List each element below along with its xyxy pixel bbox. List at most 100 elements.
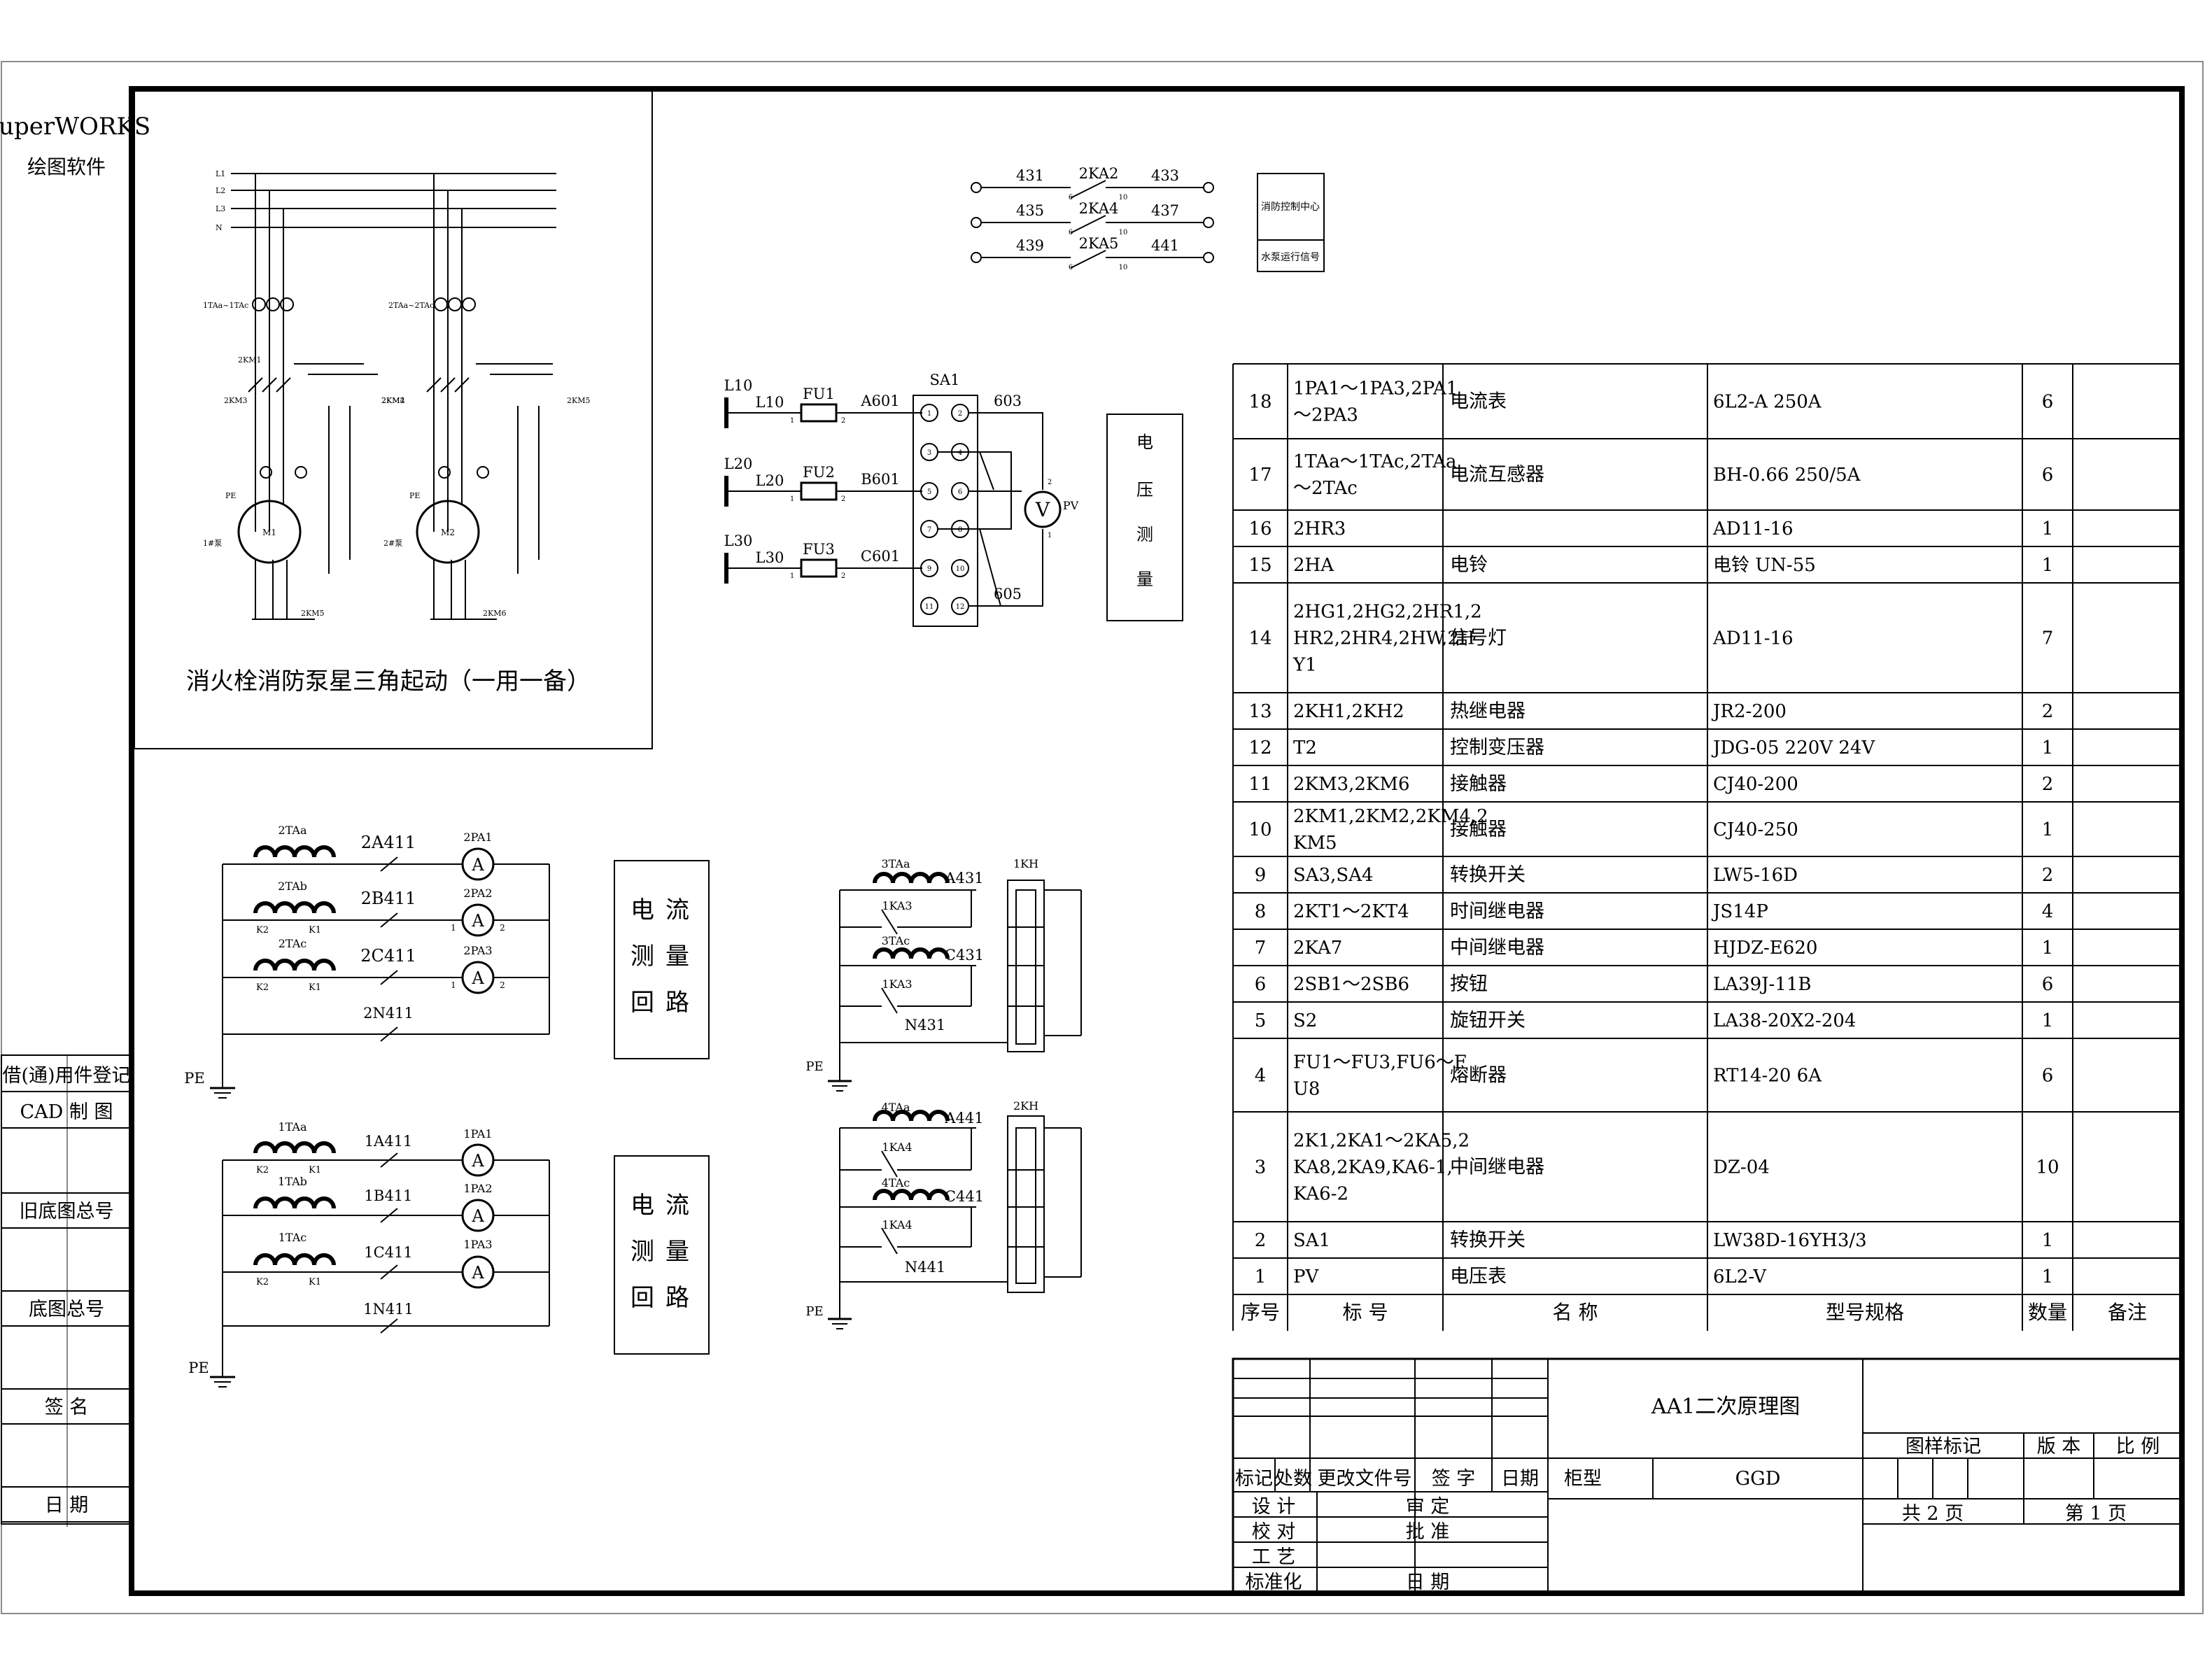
aux-row-2-a: 6 (1069, 229, 1073, 237)
side-label-base: 底图总号 (29, 1299, 104, 1320)
cc1-ct-a: 1TAa (278, 1120, 307, 1134)
bom-qty: 6 (2042, 465, 2054, 486)
phase-l20-pin2: 2 (841, 495, 845, 503)
bom-model: LA38-20X2-204 (1713, 1010, 1856, 1031)
bom-code: SA3,SA4 (1293, 865, 1374, 886)
cc2-pin1-b: 1 (451, 923, 456, 933)
bom-model: LW38D-16YH3/3 (1713, 1230, 1867, 1251)
aux-row-2-right: 437 (1151, 202, 1179, 219)
bom-header-note: 备注 (2108, 1301, 2147, 1324)
bom-header-qty: 数量 (2028, 1301, 2067, 1324)
cc1-row-b: 1TAb 1B411 A 1PA2 (223, 1175, 549, 1232)
ct-group-2-label: 2TAa~2TAc (388, 301, 434, 310)
rc3-relay-a: 1KA3 (882, 899, 912, 912)
bom-seq: 14 (1248, 628, 1271, 649)
bom-code: 2KH1,2KH2 (1293, 701, 1404, 722)
side-label-date: 日 期 (45, 1495, 89, 1516)
aux-contact-circuit: 431 2KA2 433 6 10 435 2KA4 437 6 10 439 … (971, 165, 1325, 272)
cc2-row-a: 2TAa 2A411 A 2PA1 (223, 824, 549, 881)
sa1-contact-9: 9 (927, 565, 931, 573)
rc4-terminal: 2KH (1013, 1099, 1038, 1113)
bom-code: FU1～FU3,FU6～F (1293, 1052, 1467, 1073)
cc1-ct-c: 1TAc (279, 1231, 307, 1244)
role-approve: 审 定 (1406, 1496, 1450, 1518)
phase-l10-pin1: 1 (790, 417, 794, 425)
bom-seq: 1 (1255, 1266, 1267, 1287)
voltage-box-char-1: 电 (1136, 432, 1153, 452)
voltmeter-symbol: V (1035, 498, 1050, 521)
bus-label-l3: L3 (216, 204, 225, 213)
cc2-wire-c: 2C411 (360, 946, 416, 966)
sa1-contact-12: 12 (956, 603, 965, 611)
bom-seq: 9 (1255, 865, 1267, 886)
bom-name: 接触器 (1450, 773, 1507, 795)
cc1-box-char-4: 量 (665, 1238, 689, 1266)
rc3-relay-c: 1KA3 (882, 977, 912, 991)
role-standard: 标准化 (1246, 1572, 1302, 1593)
bom-seq: 10 (1248, 819, 1271, 840)
cc1-wire-a: 1A411 (365, 1133, 413, 1150)
cc1-k1-c: K1 (309, 1277, 321, 1287)
bom-seq: 16 (1248, 518, 1271, 539)
voltmeter-pin-1: 1 (1048, 532, 1052, 539)
title-block: 标记 处数 更改文件号 签 字 日期 设 计 校 对 工 艺 标准化 审 定 批… (1232, 1357, 2183, 1595)
bom-model: CJ40-200 (1713, 774, 1798, 795)
bom-code: 2SB1～2SB6 (1293, 974, 1409, 995)
cc1-meter-c-symbol: A (471, 1263, 484, 1283)
cc1-meter-b-symbol: A (471, 1206, 484, 1226)
bom-model: LA39J-11B (1713, 974, 1812, 995)
pump-1-label: 1#泵 (203, 539, 222, 548)
cc2-pin1-c: 1 (451, 980, 456, 990)
bom-model: 6L2-A 250A (1713, 392, 1822, 413)
rc4-wire-c: C441 (945, 1188, 984, 1205)
bom-code: 2KA7 (1293, 938, 1342, 959)
software-name: SuperWORKS (0, 113, 150, 141)
bom-code: 2KM3,2KM6 (1293, 774, 1410, 795)
cc1-meter-a: 1PA1 (463, 1127, 492, 1141)
bom-code: ～2PA3 (1293, 405, 1358, 426)
voltmeter-pin-2: 2 (1048, 479, 1052, 486)
bom-qty: 1 (2042, 1266, 2054, 1287)
role-date: 日 期 (1406, 1572, 1450, 1593)
bom-name: 控制变压器 (1450, 737, 1544, 758)
pe-1-label: PE (225, 491, 236, 500)
bom-code: 2K1,2KA1～2KA5,2 (1293, 1131, 1470, 1152)
bom-model: DZ-04 (1713, 1157, 1770, 1178)
bom-qty: 2 (2042, 774, 2054, 795)
aux-row-2-left: 435 (1016, 202, 1044, 219)
bom-model: LW5-16D (1713, 865, 1798, 886)
total-pages: 共 2 页 (1902, 1503, 1964, 1525)
phase-l30-pin2: 2 (841, 572, 845, 580)
cc2-box-char-2: 流 (665, 896, 689, 924)
cc2-rows: 2TAa 2A411 A 2PA1 2TAb K2 K1 2B411 A 2PA… (223, 824, 549, 994)
motor-1-label: M1 (262, 528, 276, 537)
cc1-wire-b: 1B411 (365, 1187, 413, 1204)
bom-seq: 11 (1248, 774, 1271, 795)
sa1-contact-4: 4 (958, 449, 962, 457)
pump-star-delta-diagram: L1 L2 L3 N 1TAa~1TAc 2KM1 2KM3 2KM2 M1 (134, 90, 653, 749)
cc2-meter-a: 2PA1 (463, 831, 492, 844)
aux-row-3-b: 10 (1119, 264, 1128, 271)
aux-row-1-b: 10 (1119, 194, 1128, 202)
cc1-k2-a: K2 (256, 1165, 269, 1176)
bom-qty: 2 (2042, 701, 2054, 722)
sa1-contact-5: 5 (927, 488, 931, 496)
bom-code: 2HG1,2HG2,2HR1,2 (1293, 602, 1482, 623)
cc2-ct-b: 2TAb (278, 880, 307, 893)
phase-l30-pin1: 1 (790, 572, 794, 580)
bom-code: T2 (1293, 737, 1317, 758)
side-label-cad: CAD 制 图 (20, 1101, 113, 1123)
cc1-box-char-2: 流 (665, 1192, 689, 1220)
cc1-box-char-1: 电 (630, 1192, 654, 1220)
cc1-box-char-5: 回 (630, 1284, 654, 1312)
bom-code: 2KM1,2KM2,2KM4,2 (1293, 806, 1488, 827)
cc1-meter-a-symbol: A (471, 1151, 484, 1171)
sa1-contacts: 1 2 3 4 5 6 7 8 9 10 11 12 (920, 404, 969, 615)
rev-header-doc: 更改文件号 (1318, 1468, 1412, 1490)
bom-seq: 13 (1248, 701, 1271, 722)
rev-header-date: 日期 (1501, 1468, 1539, 1490)
rc3-wire-c: C431 (945, 947, 984, 963)
bom-model: 6L2-V (1713, 1266, 1767, 1287)
rc4-relay-c: 1KA4 (882, 1218, 912, 1231)
